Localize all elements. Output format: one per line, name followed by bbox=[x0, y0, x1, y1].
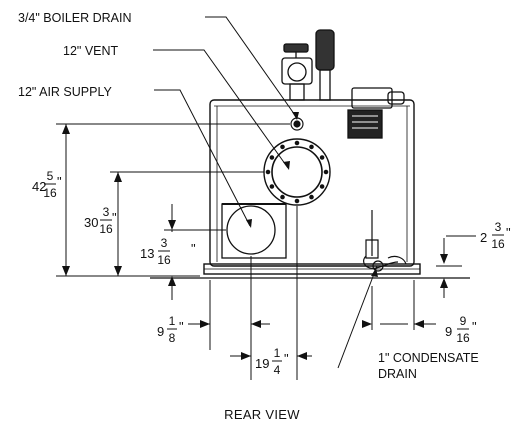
dim-air-den: 16 bbox=[157, 253, 171, 267]
dim-air-height: 13 3 16 " bbox=[140, 236, 196, 267]
top-fittings bbox=[281, 29, 405, 139]
dim-overall-height: 42 5 16 " bbox=[32, 169, 62, 200]
boiler-cabinet bbox=[209, 99, 415, 267]
dim-airvent-unit: " bbox=[284, 351, 289, 366]
right-fitting bbox=[387, 91, 405, 105]
gas-valve-knob bbox=[287, 62, 307, 82]
dim-left-whole: 9 bbox=[157, 324, 164, 339]
leader-arrows bbox=[246, 112, 378, 277]
air-supply-outlet bbox=[221, 203, 287, 259]
vent-label: 12" VENT bbox=[63, 44, 119, 58]
vent-bolt bbox=[269, 184, 275, 189]
dim-overall-den: 16 bbox=[43, 186, 57, 200]
dim-vent-height: 30 3 16 " bbox=[84, 205, 117, 236]
dim-right-den: 16 bbox=[456, 331, 470, 345]
leader-lines bbox=[153, 16, 378, 369]
dim-left-den: 8 bbox=[169, 331, 176, 345]
vent-bolt bbox=[319, 184, 325, 189]
vent-bolt bbox=[280, 194, 285, 200]
air-supply-label: 12" AIR SUPPLY bbox=[18, 85, 112, 99]
dim-airvent-whole: 19 bbox=[255, 356, 269, 371]
dim-air-unit: " bbox=[191, 241, 196, 256]
vent-bolt bbox=[294, 198, 300, 204]
dim-vent-num: 3 bbox=[103, 205, 110, 219]
dim-drain-num: 3 bbox=[495, 220, 502, 234]
valve-handle bbox=[283, 43, 309, 53]
dim-right-whole: 9 bbox=[445, 324, 452, 339]
dimension-arrows bbox=[62, 124, 448, 360]
dim-airvent-den: 4 bbox=[274, 363, 281, 377]
dim-vent-unit: " bbox=[112, 210, 117, 225]
gas-valve-body bbox=[281, 57, 313, 85]
vent-leader bbox=[153, 49, 289, 169]
vent-bolt bbox=[323, 169, 329, 175]
dimension-lines bbox=[56, 123, 476, 380]
dim-air-whole: 13 bbox=[140, 246, 154, 261]
dim-drain-unit: " bbox=[506, 225, 511, 240]
vent-bolt bbox=[309, 144, 314, 150]
relief-valve bbox=[315, 29, 335, 71]
vent-bolt bbox=[319, 155, 325, 160]
dim-left-unit: " bbox=[179, 319, 184, 334]
view-title: REAR VIEW bbox=[224, 407, 300, 422]
dim-air-num: 3 bbox=[161, 236, 168, 250]
condensate-label-line2: DRAIN bbox=[378, 367, 417, 381]
boiler-body bbox=[150, 99, 470, 279]
dim-drain-height: 2 3 16 " bbox=[480, 220, 511, 251]
dim-vent-whole: 30 bbox=[84, 215, 98, 230]
dim-overall-unit: " bbox=[57, 174, 62, 189]
dim-right-offset: 9 9 16 " bbox=[445, 314, 477, 345]
vent-bolt bbox=[309, 194, 314, 200]
vent-bolts bbox=[265, 140, 329, 204]
dim-left-offset: 9 1 8 " bbox=[157, 314, 184, 345]
dim-airvent-num: 1 bbox=[274, 346, 281, 360]
dim-drain-whole: 2 bbox=[480, 230, 487, 245]
vent-bolt bbox=[280, 144, 285, 150]
gas-pipe bbox=[289, 83, 305, 101]
dim-overall-whole: 42 bbox=[32, 179, 46, 194]
boiler-drain-leader bbox=[205, 16, 298, 119]
air-supply-leader bbox=[154, 89, 251, 227]
control-box bbox=[351, 87, 393, 109]
vent-bolt bbox=[269, 155, 275, 160]
dim-drain-den: 16 bbox=[491, 237, 505, 251]
dim-left-num: 1 bbox=[169, 314, 176, 328]
boiler-drain-label: 3/4" BOILER DRAIN bbox=[18, 11, 132, 25]
dim-vent-den: 16 bbox=[99, 222, 113, 236]
dim-overall-num: 5 bbox=[47, 169, 54, 183]
dim-right-num: 9 bbox=[460, 314, 467, 328]
dim-right-unit: " bbox=[472, 319, 477, 334]
relief-pipe bbox=[319, 69, 331, 101]
vent-bolt bbox=[265, 169, 271, 175]
display-panel bbox=[347, 109, 383, 139]
condensate-trap bbox=[363, 210, 407, 272]
vent-bolt bbox=[294, 140, 300, 146]
dim-air-to-vent: 19 1 4 " bbox=[255, 346, 289, 377]
condensate-leader bbox=[337, 265, 378, 369]
condensate-label-line1: 1" CONDENSATE bbox=[378, 351, 479, 365]
